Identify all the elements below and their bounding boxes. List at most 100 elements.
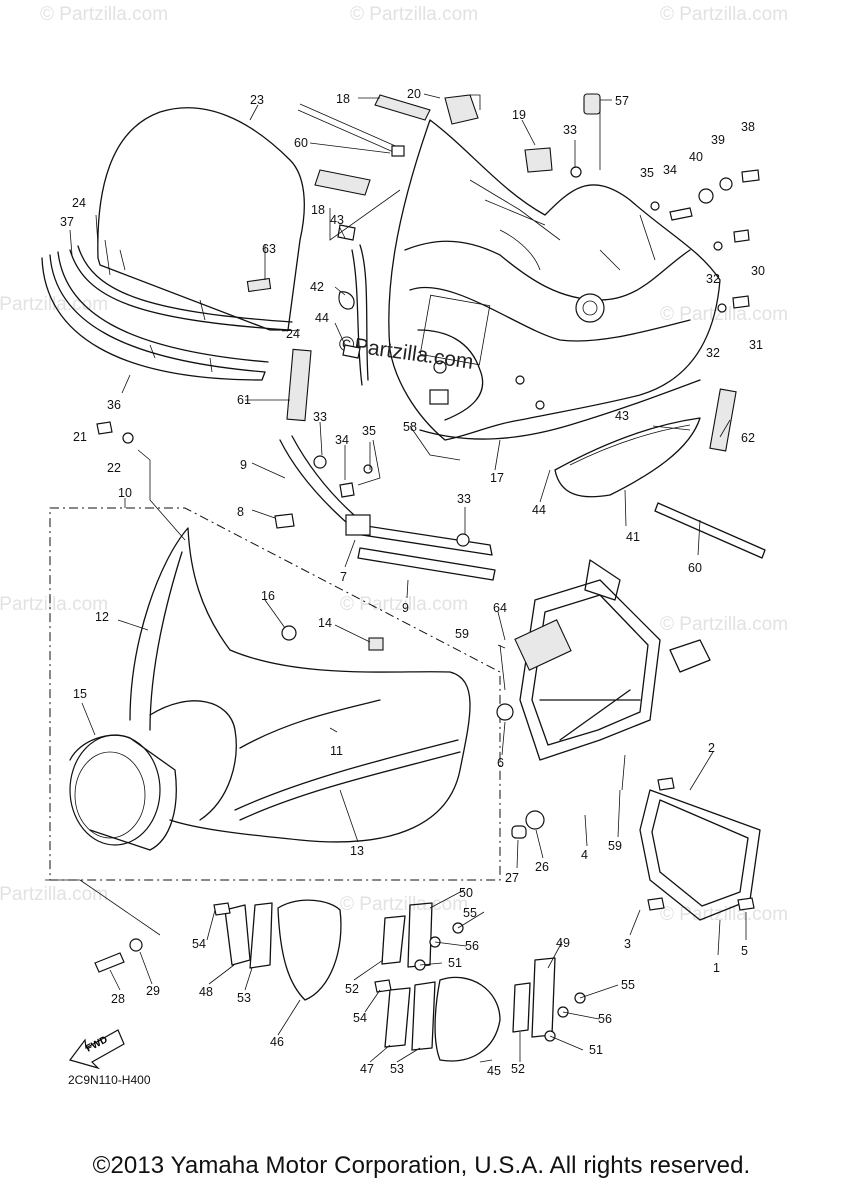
callout-label: 33 bbox=[313, 410, 327, 424]
callout-label: 50 bbox=[459, 886, 473, 900]
callout-label: 53 bbox=[237, 991, 251, 1005]
callout-label: 54 bbox=[353, 1011, 367, 1025]
callout-label: 18 bbox=[311, 203, 325, 217]
callout-label: 36 bbox=[107, 398, 121, 412]
callout-label: 11 bbox=[330, 744, 343, 758]
callout-label: 38 bbox=[741, 120, 755, 134]
callout-label: 35 bbox=[640, 166, 654, 180]
callout-label: 14 bbox=[318, 616, 332, 630]
watermark: © Partzilla.com bbox=[660, 304, 788, 325]
callout-label: 6 bbox=[497, 756, 504, 770]
callout-label: 9 bbox=[240, 458, 247, 472]
callout-label: 13 bbox=[350, 844, 364, 858]
hardware-left bbox=[96, 224, 737, 452]
cable-tie bbox=[654, 502, 766, 559]
callout-label: 33 bbox=[457, 492, 471, 506]
watermark: © Partzilla.com bbox=[340, 894, 468, 915]
callout-label: 2 bbox=[708, 741, 715, 755]
cowling-assembly-box bbox=[49, 507, 501, 881]
callout-label: 63 bbox=[262, 242, 276, 256]
callout-label: 7 bbox=[340, 570, 347, 584]
watermark: © Partzilla.com bbox=[660, 904, 788, 925]
lower-panels bbox=[94, 899, 586, 1062]
watermark: © Partzilla.com bbox=[40, 4, 168, 25]
callout-label: 18 bbox=[336, 92, 350, 106]
hardware-top-right bbox=[297, 93, 760, 313]
callout-label: 20 bbox=[407, 87, 421, 101]
callout-label: 44 bbox=[532, 503, 546, 517]
callout-label: 43 bbox=[330, 213, 344, 227]
callout-label: 52 bbox=[511, 1062, 525, 1076]
callout-label: 59 bbox=[608, 839, 622, 853]
copyright-notice: ©2013 Yamaha Motor Corporation, U.S.A. A… bbox=[92, 1152, 751, 1179]
callout-label: 3 bbox=[624, 937, 631, 951]
callout-label: 51 bbox=[448, 956, 462, 970]
callout-label: 39 bbox=[711, 133, 725, 147]
watermark: © Partzilla.com bbox=[350, 4, 478, 25]
front-cowling bbox=[69, 527, 471, 851]
callout-label: 31 bbox=[749, 338, 763, 352]
callout-label: 19 bbox=[512, 108, 526, 122]
callout-label: 59 bbox=[455, 627, 469, 641]
watermark: © Partzilla.com bbox=[0, 884, 108, 905]
callout-label: 53 bbox=[390, 1062, 404, 1076]
watermark: © Partzilla.com bbox=[0, 594, 108, 615]
callout-label: 48 bbox=[199, 985, 213, 999]
lower-trim bbox=[419, 379, 701, 498]
callout-label: 55 bbox=[621, 978, 635, 992]
callout-label: 52 bbox=[345, 982, 359, 996]
bracket-set bbox=[274, 435, 496, 581]
callout-label: 64 bbox=[493, 601, 507, 615]
windshield bbox=[97, 107, 305, 331]
callout-label: 28 bbox=[111, 992, 125, 1006]
diagram-code: 2C9N110-H400 bbox=[68, 1073, 151, 1087]
callout-label: 47 bbox=[360, 1062, 374, 1076]
callout-label: 57 bbox=[615, 94, 629, 108]
callout-label: 44 bbox=[315, 311, 329, 325]
callout-label: 23 bbox=[250, 93, 264, 107]
leader-lines bbox=[45, 93, 747, 1063]
fairing-stay bbox=[496, 559, 761, 921]
callout-label: 32 bbox=[706, 272, 720, 286]
callout-label: 24 bbox=[72, 196, 86, 210]
callout-label: 60 bbox=[688, 561, 702, 575]
callout-label: 55 bbox=[463, 906, 477, 920]
watermark: © Partzilla.com bbox=[340, 594, 468, 615]
callout-label: 49 bbox=[556, 936, 570, 950]
callout-label: 41 bbox=[626, 530, 640, 544]
callout-label: 45 bbox=[487, 1064, 501, 1078]
callout-label: 42 bbox=[310, 280, 324, 294]
callout-label: 56 bbox=[465, 939, 479, 953]
callout-label: 56 bbox=[598, 1012, 612, 1026]
callout-label: 54 bbox=[192, 937, 206, 951]
callout-label: 62 bbox=[741, 431, 755, 445]
callout-label: 12 bbox=[95, 610, 109, 624]
callout-label: 21 bbox=[73, 430, 87, 444]
watermark: © Partzilla.com bbox=[660, 614, 788, 635]
callout-label: 22 bbox=[107, 461, 121, 475]
callout-label: 34 bbox=[335, 433, 349, 447]
fwd-arrow-icon: FWD bbox=[68, 1029, 125, 1070]
windshield-trim bbox=[41, 245, 293, 381]
callout-label: 1 bbox=[713, 961, 720, 975]
callout-label: 8 bbox=[237, 505, 244, 519]
callout-label: 30 bbox=[751, 264, 765, 278]
callout-numbers: 1 2 3 4 5 6 7 8 9 9 10 11 12 13 14 15 16… bbox=[60, 87, 765, 1078]
callout-label: 40 bbox=[689, 150, 703, 164]
callout-label: 51 bbox=[589, 1043, 603, 1057]
callout-label: 27 bbox=[505, 871, 519, 885]
callout-label: 5 bbox=[741, 944, 748, 958]
callout-label: 61 bbox=[237, 393, 251, 407]
callout-label: 17 bbox=[490, 471, 504, 485]
callout-label: 4 bbox=[581, 848, 588, 862]
callout-label: 33 bbox=[563, 123, 577, 137]
callout-label: 32 bbox=[706, 346, 720, 360]
inner-fairing-panel bbox=[351, 119, 721, 441]
watermark: © Partzilla.com bbox=[660, 4, 788, 25]
callout-label: 34 bbox=[663, 163, 677, 177]
callout-label: 35 bbox=[362, 424, 376, 438]
callout-label: 60 bbox=[294, 136, 308, 150]
callout-label: 29 bbox=[146, 984, 160, 998]
callout-label: 46 bbox=[270, 1035, 284, 1049]
